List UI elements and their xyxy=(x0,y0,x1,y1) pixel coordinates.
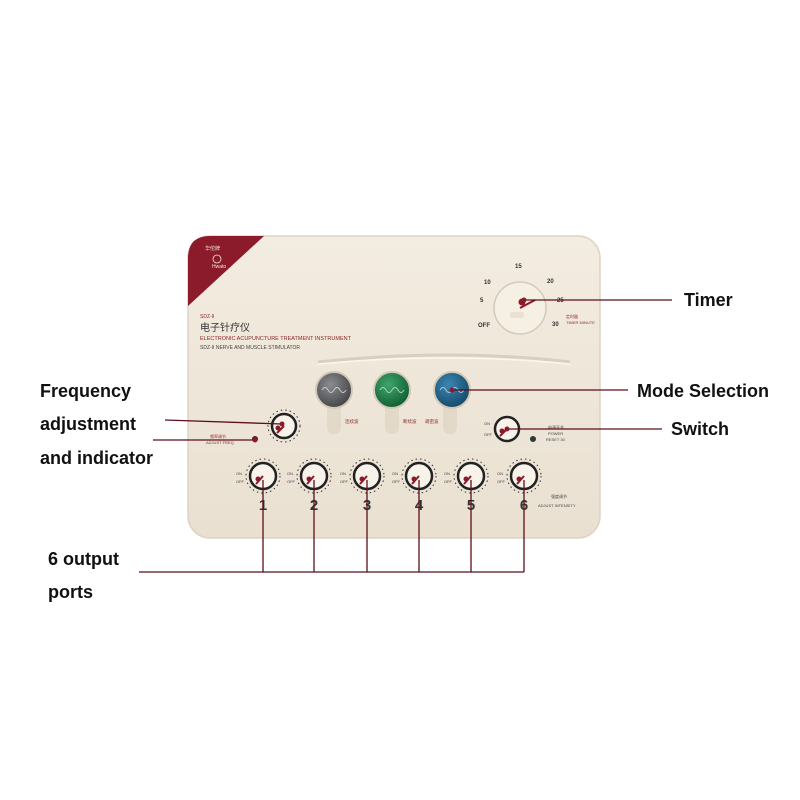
panel-divider xyxy=(317,353,571,364)
port-5-on-label: ON xyxy=(444,471,450,476)
title-en: ELECTRONIC ACUPUNCTURE TREATMENT INSTRUM… xyxy=(200,336,352,342)
callout-freq-2: adjustment xyxy=(40,414,136,434)
intensity-label-cn: 强度调节 xyxy=(551,493,567,499)
brand-sub: Hwato xyxy=(212,264,226,270)
timer-mark-10: 10 xyxy=(484,280,491,286)
timer-mark-5: 5 xyxy=(480,298,484,304)
port-3-off-label: OFF xyxy=(340,479,349,484)
power-reset-label: RESET 30 xyxy=(546,437,566,442)
timer-dial[interactable] xyxy=(493,281,547,335)
power-led xyxy=(530,436,536,442)
mode-label-2: 断续波 xyxy=(403,418,417,425)
callout-mode: Mode Selection xyxy=(637,381,769,401)
port-3-on-label: ON xyxy=(340,471,346,476)
port-2-on-label: ON xyxy=(287,471,293,476)
mode-label-1: 连续波 xyxy=(345,418,359,425)
mode-button-2[interactable] xyxy=(373,371,411,434)
callout-switch: Switch xyxy=(671,419,729,439)
port-4-off-label: OFF xyxy=(392,479,401,484)
timer-mark-15: 15 xyxy=(515,264,522,270)
power-off-label: OFF xyxy=(484,432,493,437)
brand-corner xyxy=(188,236,264,306)
timer-label-en: TIMER MINUTE xyxy=(566,320,595,325)
port-2-off-label: OFF xyxy=(287,479,296,484)
timer-mark-25: 25 xyxy=(557,298,564,304)
mode-label-3: 疏密波 xyxy=(425,418,439,425)
port-5-off-label: OFF xyxy=(444,479,453,484)
power-label-cn: 电源开关 xyxy=(548,424,564,430)
port-1-on-label: ON xyxy=(236,471,242,476)
port-4-on-label: ON xyxy=(392,471,398,476)
output-port-4[interactable] xyxy=(401,458,437,494)
port-1-off-label: OFF xyxy=(236,479,245,484)
callout-timer: Timer xyxy=(684,290,733,310)
callout-lines xyxy=(139,299,672,573)
port-6-on-label: ON xyxy=(497,471,503,476)
timer-mark-off: OFF xyxy=(478,323,490,329)
callout-freq-3: and indicator xyxy=(40,448,153,468)
mode-button-3[interactable] xyxy=(433,371,471,434)
model-label: SDZ-II xyxy=(200,314,214,320)
subtitle: SDZ-II NERVE AND MUSCLE STIMULATOR xyxy=(200,345,300,351)
output-port-2[interactable] xyxy=(296,458,332,494)
freq-label-en: ADJUST FREQ xyxy=(206,440,234,445)
callout-ports-2: ports xyxy=(48,582,93,602)
timer-mark-20: 20 xyxy=(547,279,554,285)
freq-label-cn: 频率调节 xyxy=(210,433,226,439)
power-on-label: ON xyxy=(484,421,490,426)
intensity-label-en: ADJUST INTENSITY xyxy=(538,503,576,508)
callout-freq-1: Frequency xyxy=(40,381,131,401)
callout-ports-1: 6 output xyxy=(48,549,119,569)
brand-logo-icon xyxy=(212,254,222,264)
mode-button-1[interactable] xyxy=(315,371,353,434)
brand-name: 华佗牌 xyxy=(205,245,220,252)
power-label-en: POWER xyxy=(548,431,563,436)
port-6-off-label: OFF xyxy=(497,479,506,484)
frequency-knob[interactable] xyxy=(267,409,301,443)
timer-label-cn: 定时器 xyxy=(566,313,578,319)
title-cn: 电子针疗仪 xyxy=(200,321,250,334)
timer-mark-30: 30 xyxy=(552,322,559,328)
callout-dots xyxy=(252,297,527,443)
